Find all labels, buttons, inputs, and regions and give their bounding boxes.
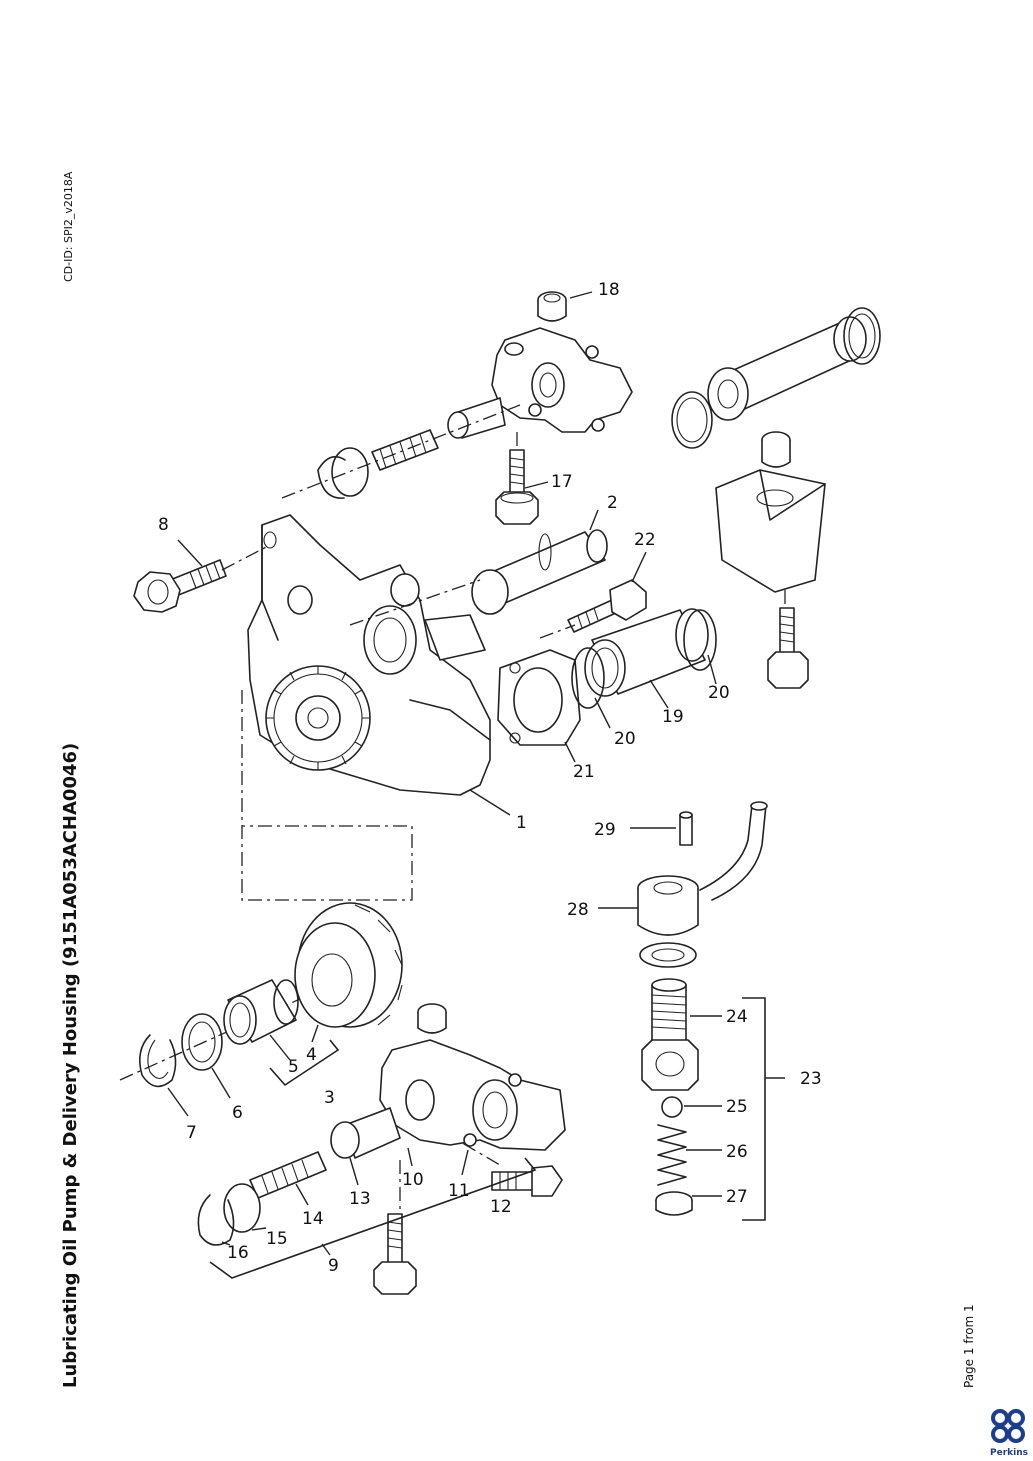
group-brackets xyxy=(209,997,785,1279)
callout-12: 12 xyxy=(490,1197,512,1217)
callout-2: 2 xyxy=(607,493,618,513)
relief-valve-housing-part-10 xyxy=(330,1003,566,1159)
bush-part-5 xyxy=(223,979,299,1045)
brand-name: Perkins xyxy=(990,1448,1028,1458)
jet-part-28 xyxy=(637,801,768,936)
callout-6: 6 xyxy=(232,1103,243,1123)
callout-17: 17 xyxy=(551,472,573,492)
page-indicator: Page 1 from 1 xyxy=(962,1304,976,1388)
callout-18: 18 xyxy=(598,280,620,300)
callout-8: 8 xyxy=(158,515,169,535)
callout-21: 21 xyxy=(573,762,595,782)
perkins-logo-icon xyxy=(991,1409,1025,1443)
callout-20-left: 20 xyxy=(614,729,636,749)
callout-14: 14 xyxy=(302,1209,324,1229)
callout-16: 16 xyxy=(227,1243,249,1263)
spring-part-14 xyxy=(249,1151,327,1199)
washer-upper xyxy=(639,942,697,968)
helical-gear-part-4 xyxy=(294,902,403,1028)
seat-part-27 xyxy=(655,1191,693,1216)
callout-3: 3 xyxy=(324,1088,335,1108)
callout-5: 5 xyxy=(288,1057,299,1077)
callout-22: 22 xyxy=(634,530,656,550)
flange-part-21 xyxy=(497,649,581,746)
callout-13: 13 xyxy=(349,1189,371,1209)
bolt-part-8 xyxy=(133,559,227,613)
circlip-part-7 xyxy=(139,1034,177,1088)
diagram-title: Lubricating Oil Pump & Delivery Housing … xyxy=(60,742,81,1388)
upper-delivery-housing xyxy=(447,327,633,439)
bolt-part-17 xyxy=(495,449,539,525)
banjo-bolt-part-24 xyxy=(641,978,699,1091)
ball-part-25 xyxy=(661,1096,683,1118)
callout-27: 27 xyxy=(726,1187,748,1207)
pin-part-29 xyxy=(679,811,693,846)
leader-lines xyxy=(167,291,722,1256)
spring-part-26 xyxy=(657,1124,687,1186)
callout-15: 15 xyxy=(266,1229,288,1249)
callout-23: 23 xyxy=(800,1069,822,1089)
bolt-lower xyxy=(373,1213,417,1295)
drive-gear xyxy=(265,665,371,771)
callout-11: 11 xyxy=(448,1181,470,1201)
callout-20-right: 20 xyxy=(708,683,730,703)
plunger-part-15 xyxy=(223,1183,261,1233)
delivery-tube xyxy=(671,307,881,449)
callout-9: 9 xyxy=(328,1256,339,1276)
sleeve-part-19 xyxy=(571,608,717,709)
bolt-part-22 xyxy=(567,579,647,633)
shaft-part-2 xyxy=(471,529,608,615)
washer-part-6 xyxy=(181,1013,223,1071)
callout-7: 7 xyxy=(186,1123,197,1143)
cap-part-18 xyxy=(537,291,567,322)
cd-id-label: CD-ID: SPI2_v2018A xyxy=(62,171,75,282)
spring-and-plunger-upper xyxy=(317,429,439,499)
callout-10: 10 xyxy=(402,1170,424,1190)
callout-24: 24 xyxy=(726,1007,748,1027)
callout-28: 28 xyxy=(567,900,589,920)
callout-29: 29 xyxy=(594,820,616,840)
callout-25: 25 xyxy=(726,1097,748,1117)
delivery-block xyxy=(715,431,826,689)
callout-19: 19 xyxy=(662,707,684,727)
callout-26: 26 xyxy=(726,1142,748,1162)
bolt-part-12 xyxy=(491,1165,563,1197)
circlip-part-16 xyxy=(197,1194,235,1246)
callout-labels: 18 17 8 2 22 20 19 20 21 1 29 28 24 23 2… xyxy=(158,280,822,1276)
callout-4: 4 xyxy=(306,1045,317,1065)
callout-1: 1 xyxy=(516,813,527,833)
